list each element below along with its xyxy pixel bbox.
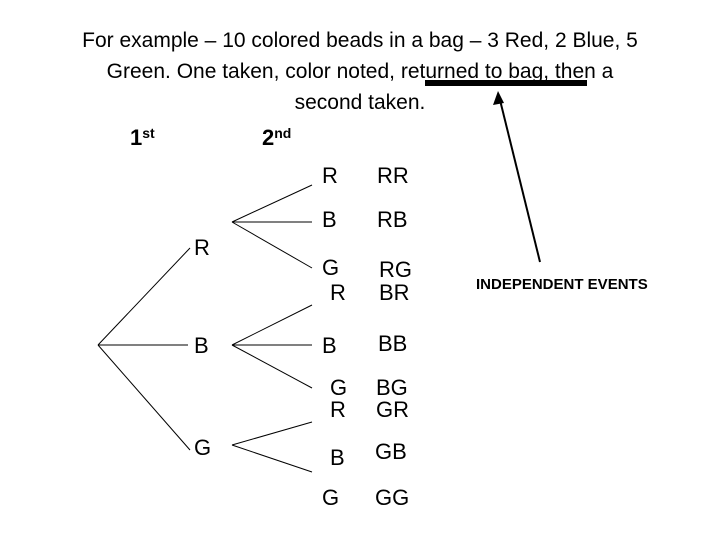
second-draw-r-r: R: [322, 163, 338, 188]
title-line-1: For example – 10 colored beads in a bag …: [82, 29, 638, 52]
title: For example – 10 colored beads in a bag …: [20, 25, 700, 118]
first-draw-red: R: [194, 235, 210, 260]
first-draw-blue: B: [194, 333, 209, 358]
first-draw-green: G: [194, 435, 212, 460]
annotation-independent-events: INDEPENDENT EVENTS: [476, 276, 648, 293]
outcome-rb: RB: [377, 207, 408, 232]
branch-r-to-g: [231, 221, 313, 269]
branch-r-to-r: [231, 184, 313, 223]
title-line-2: Green. One taken, color noted, returned …: [106, 60, 614, 83]
second-draw-b-b: B: [322, 333, 337, 358]
second-draw-r-r2: R: [330, 280, 346, 305]
outcome-bb: BB: [378, 331, 408, 356]
arrow-head-icon: [493, 91, 504, 105]
second-draw-b-g: G: [330, 375, 348, 400]
branch-root-to-r: [97, 247, 191, 346]
second-draw-g-g: G: [322, 485, 340, 510]
branch-b-to-b: [231, 304, 313, 346]
first-draw-header: 1st: [130, 125, 155, 150]
annotation-arrow-line: [499, 99, 541, 263]
outcome-bg: BG: [376, 375, 408, 400]
second-draw-r-g: G: [322, 255, 340, 280]
outcome-rg: RG: [379, 257, 412, 282]
branch-g-to-g: [231, 444, 313, 473]
branch-b-to-r: [231, 344, 313, 389]
branch-root-to-g: [97, 344, 191, 451]
second-draw-header: 2nd: [262, 125, 292, 150]
outcome-br: BR: [379, 280, 410, 305]
second-draw-g-b: B: [330, 445, 345, 470]
outcome-gb: GB: [375, 439, 407, 464]
second-draw-b-r: R: [330, 397, 346, 422]
branch-g-to-b: [231, 421, 313, 446]
outcome-rr: RR: [377, 163, 409, 188]
second-draw-r-b: B: [322, 207, 337, 232]
outcome-gr: GR: [376, 397, 409, 422]
title-line-3: second taken.: [294, 91, 426, 114]
outcome-gg: GG: [375, 485, 410, 510]
